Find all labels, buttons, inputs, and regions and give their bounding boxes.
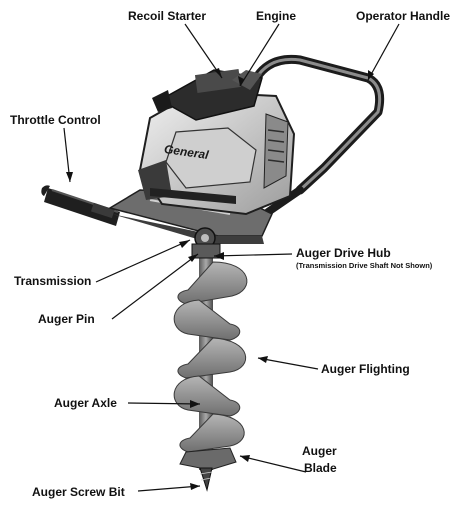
throttle-handle	[41, 185, 120, 226]
label-auger-pin: Auger Pin	[38, 313, 95, 325]
arrowhead	[66, 172, 73, 182]
label-recoil-starter: Recoil Starter	[128, 10, 206, 22]
arrowhead	[179, 240, 190, 248]
label-auger-drive-hub-note: (Transmission Drive Shaft Not Shown)	[296, 262, 432, 270]
label-auger-flighting: Auger Flighting	[321, 363, 410, 375]
label-auger-blade-line2: Blade	[304, 462, 337, 474]
label-transmission: Transmission	[14, 275, 91, 287]
engine-block	[138, 69, 294, 214]
leader-auger-flighting	[258, 358, 318, 369]
label-auger-screw-bit: Auger Screw Bit	[32, 486, 125, 498]
leader-auger-blade	[240, 456, 306, 472]
arrowhead	[240, 455, 250, 462]
auger	[174, 244, 247, 490]
leader-auger-drive-hub	[214, 254, 292, 256]
label-auger-axle: Auger Axle	[54, 397, 117, 409]
leader-operator-handle	[368, 24, 399, 80]
label-operator-handle: Operator Handle	[356, 10, 450, 22]
label-auger-drive-hub: Auger Drive Hub	[296, 247, 391, 259]
arrowhead	[258, 356, 268, 363]
label-engine: Engine	[256, 10, 296, 22]
arrowhead	[190, 483, 200, 490]
leader-transmission	[96, 240, 190, 282]
label-auger-blade-line1: Auger	[302, 445, 337, 457]
label-throttle-control: Throttle Control	[10, 114, 101, 126]
